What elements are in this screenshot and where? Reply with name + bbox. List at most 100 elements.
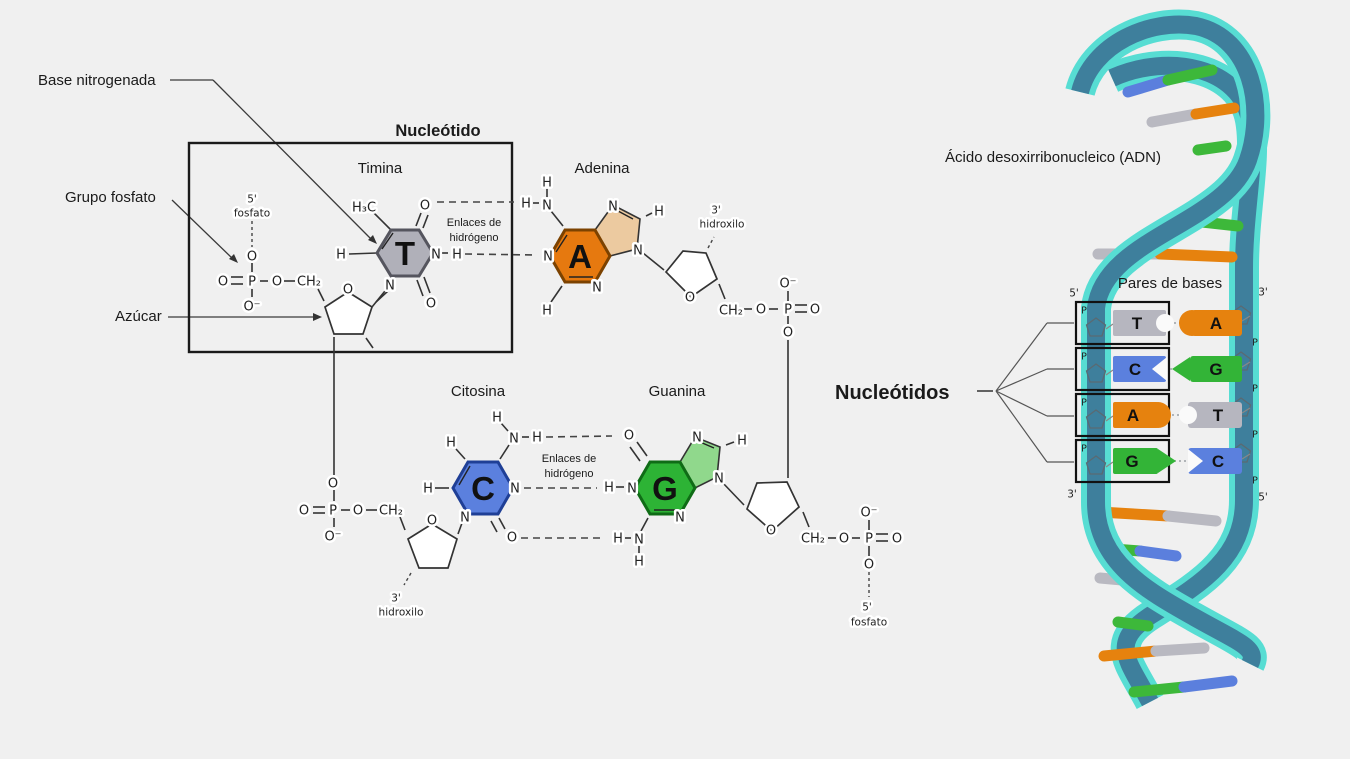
label-grupo-fosfato: Grupo fosfato [65,189,156,206]
base-letter: A [1210,314,1222,333]
base-t-notch [1179,406,1197,424]
atom-label: N [692,431,702,446]
atom-label: O [353,504,363,519]
atom-label: N [714,472,724,487]
helix-rung [1122,74,1174,98]
atom-label: P [1252,475,1258,486]
atom-label: H [336,248,346,263]
base-c-notch [1188,449,1203,473]
cytosine-letter: C [471,470,495,507]
base-letter: C [1129,360,1141,379]
atom-label: H [542,304,552,319]
base-letter: G [1125,452,1138,471]
helix-rung [1134,545,1182,562]
atom-label: N [627,482,637,497]
base-pair-row: T A [1113,310,1242,336]
atom-label: H [492,411,502,426]
helix-rung [1128,681,1190,698]
base-letter: T [1132,314,1143,333]
ring-letters: T A C G [395,235,678,507]
atom-label: 5' [1069,288,1079,300]
annotation-lines [168,79,373,318]
helix-back-strand [1108,56,1262,707]
adenine-ring [548,228,612,284]
base-pair-row: C G [1113,356,1242,382]
atom-label: 3' [711,205,721,217]
atom-label: P [1081,397,1087,408]
base-g-pill [1113,448,1158,474]
atom-label: H [532,431,542,446]
atom-label: N [460,511,470,526]
helix-rung [1146,108,1202,128]
atom-label: H [521,197,531,212]
atom-label: O [864,558,874,573]
thymine-letter: T [395,235,415,272]
atom-label: H [613,532,623,547]
guanine-letter: G [652,470,678,507]
label-citosina: Citosina [451,383,506,400]
base-pair-row: A T [1113,402,1242,428]
pill-connectors [1105,315,1251,468]
atom-label: 3' [391,593,401,605]
atom-label: N [608,200,618,215]
atom-label: O [427,514,437,529]
terminal-dashed-bonds [251,221,870,597]
nucleotide-box-title: Nucleótido [395,122,480,140]
atom-label: 3' [1067,489,1077,501]
annotation-arrowheads [229,235,377,321]
atom-label: O [624,429,634,444]
atom-label: O [426,297,436,312]
thymine-sugar [323,290,374,335]
nucleotide-box [187,141,514,354]
label-azucar: Azúcar [115,308,162,325]
cytosine-ring [451,460,515,516]
atom-label: 3' [1258,287,1268,299]
atom-label: O [766,524,776,539]
atom-label: P [1252,383,1258,394]
atom-label: P [784,303,792,318]
atom-label: P [248,275,256,290]
atom-label: CH₂ [379,504,403,519]
adn-title: Ácido desoxirribonucleico (ADN) [945,149,1161,166]
helix-rung [1190,102,1240,120]
base-c-pill [1113,356,1166,382]
atom-label: P [1081,351,1087,362]
helix-rung [1150,642,1210,657]
thymine-ring [375,228,435,278]
nucleotidos-label: Nucleótidos [835,382,949,404]
atom-label: hidroxilo [700,219,745,231]
atom-label: O [892,532,902,547]
hydrogen-bonds [437,201,613,539]
base-t-pill [1188,402,1242,428]
label-adenina: Adenina [574,160,630,177]
sugar-rings [323,250,801,569]
atom-label: O [299,504,309,519]
base-g-pill [1190,356,1242,382]
base-c-notch [1152,357,1167,381]
atom-label: N [542,199,552,214]
atom-label: P [865,532,873,547]
atom-label: H [542,176,552,191]
helix-rung [1178,675,1238,693]
base-g-tip [1172,357,1190,381]
headings: Base nitrogenada Grupo fosfato Azúcar Nu… [38,72,1222,480]
atom-label: H [452,248,462,263]
atom-label: O [810,303,820,318]
atom-label: H [654,205,664,220]
label-base-nitrogenada: Base nitrogenada [38,72,156,89]
guanine-sugar [745,481,801,533]
atom-label: N [592,281,602,296]
helix-front-strand [1071,15,1265,669]
atom-label: N [509,432,519,447]
label-timina: Timina [358,160,403,177]
atom-label: CH₂ [297,275,321,290]
atom-label: hidroxilo [379,607,424,619]
base-letter: T [1213,406,1224,425]
inner-double-bonds [381,210,715,511]
atom-label: 5' [247,194,257,206]
atom-label: fosfato [851,617,887,629]
base-t-notch [1156,314,1174,332]
atom-label: N [675,511,685,526]
